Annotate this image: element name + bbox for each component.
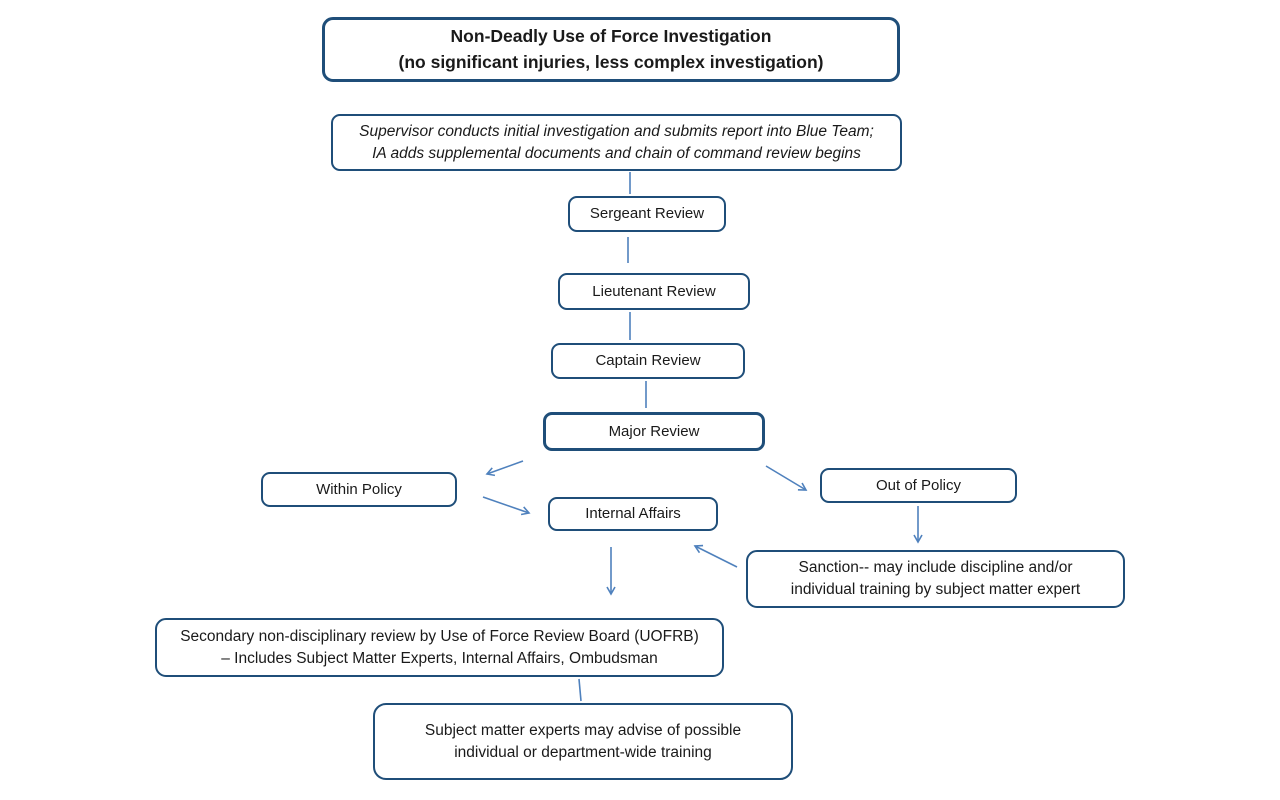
node-title: Non-Deadly Use of Force Investigation (n… bbox=[322, 17, 900, 82]
node-major-review-label: Major Review bbox=[608, 422, 700, 440]
node-uofrb-review: Secondary non-disciplinary review by Use… bbox=[155, 618, 724, 677]
node-internal-affairs: Internal Affairs bbox=[548, 497, 718, 531]
node-internal-affairs-label: Internal Affairs bbox=[585, 505, 681, 523]
node-sme-training-label: Subject matter experts may advise of pos… bbox=[424, 721, 742, 761]
node-within-policy-label: Within Policy bbox=[316, 480, 402, 498]
arrow-within-policy-to-internal-affairs bbox=[482, 496, 531, 516]
arrow-major-to-within-policy bbox=[485, 460, 524, 477]
node-supervisor-investigation-label: Supervisor conducts initial investigatio… bbox=[359, 122, 874, 162]
node-within-policy: Within Policy bbox=[261, 472, 457, 507]
node-out-of-policy-label: Out of Policy bbox=[875, 476, 962, 494]
node-title-label: Non-Deadly Use of Force Investigation (n… bbox=[398, 26, 824, 72]
node-sme-training: Subject matter experts may advise of pos… bbox=[373, 703, 793, 780]
node-out-of-policy: Out of Policy bbox=[820, 468, 1017, 503]
node-sergeant-review-label: Sergeant Review bbox=[589, 205, 705, 223]
arrow-major-to-out-of-policy bbox=[765, 465, 808, 491]
node-captain-review: Captain Review bbox=[551, 343, 745, 379]
node-sanction: Sanction-- may include discipline and/or… bbox=[746, 550, 1125, 608]
node-lieutenant-review-label: Lieutenant Review bbox=[592, 282, 716, 300]
node-uofrb-review-label: Secondary non-disciplinary review by Use… bbox=[180, 627, 699, 667]
node-sanction-label: Sanction-- may include discipline and/or… bbox=[790, 559, 1081, 598]
node-sergeant-review: Sergeant Review bbox=[568, 196, 726, 232]
connector-uofrb-to-sme bbox=[578, 678, 582, 702]
node-captain-review-label: Captain Review bbox=[595, 352, 701, 370]
node-lieutenant-review: Lieutenant Review bbox=[558, 273, 750, 310]
arrow-sanction-to-internal-affairs bbox=[693, 544, 738, 568]
node-supervisor-investigation: Supervisor conducts initial investigatio… bbox=[331, 114, 902, 171]
node-major-review: Major Review bbox=[543, 412, 765, 451]
